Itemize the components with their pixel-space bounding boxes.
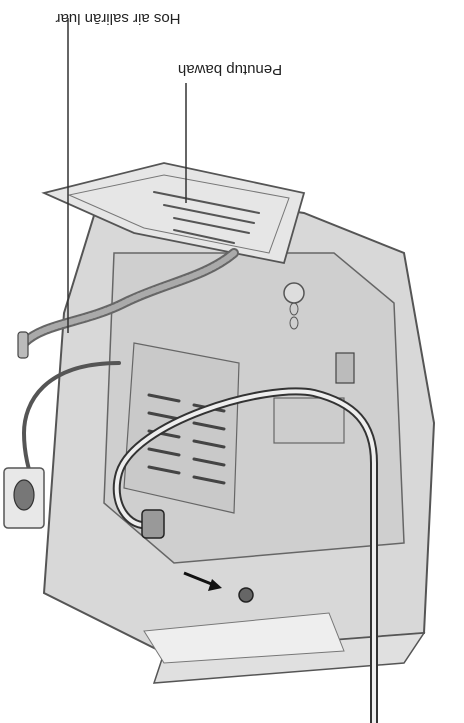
plug-icon	[14, 480, 34, 510]
inlet-connector	[142, 510, 164, 538]
drain-hose-label: Hos air salirān luar	[55, 10, 180, 27]
inlet-valve	[239, 588, 253, 602]
flipped-illustration	[4, 18, 434, 723]
side-handle	[336, 353, 354, 383]
bottom-cover-label: Penutup bawah	[178, 61, 282, 78]
